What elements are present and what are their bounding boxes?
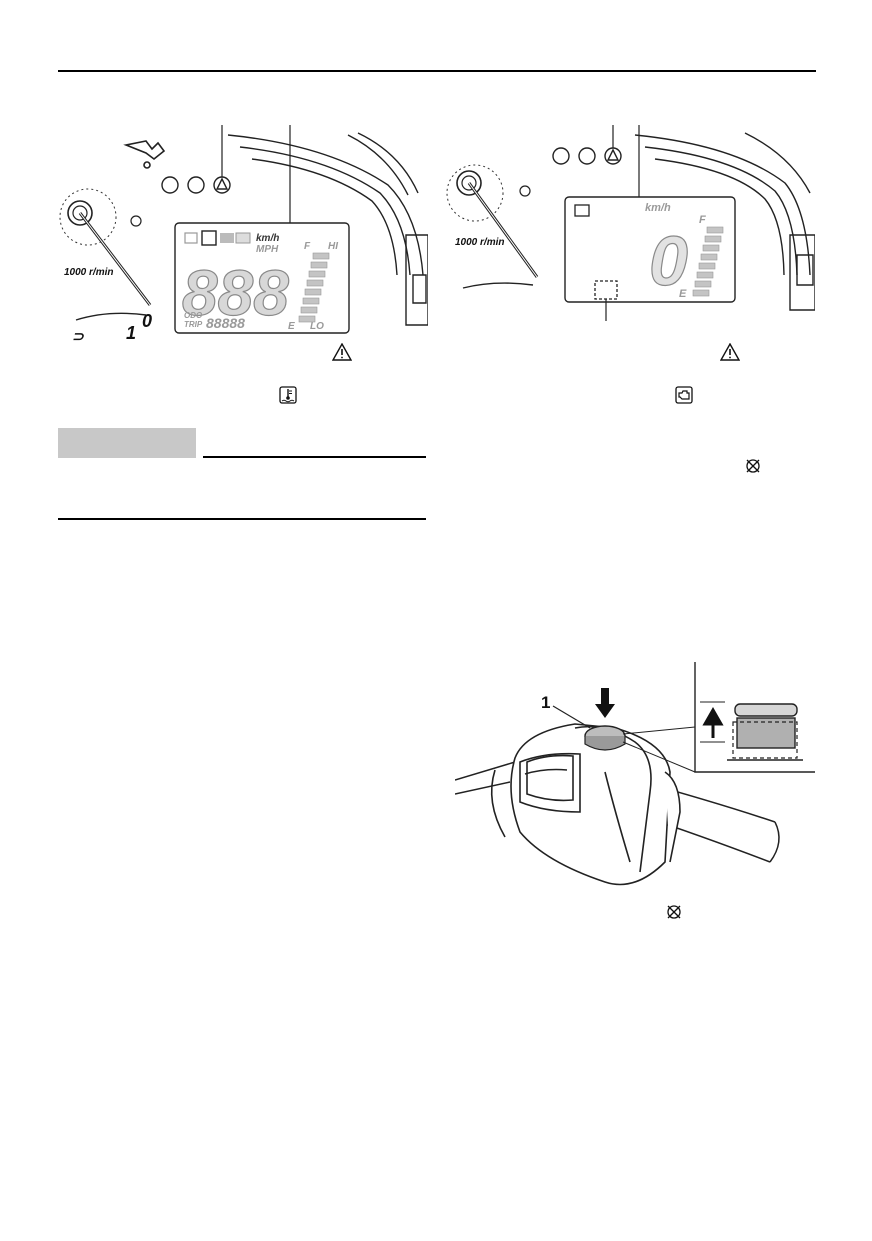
tachometer [446, 164, 539, 289]
meter-housing [634, 132, 815, 311]
warning-triangle-icon [331, 342, 353, 361]
speed-digit: 0 [649, 222, 688, 300]
engine-segment-icon [574, 204, 590, 217]
speed-digits: 888 [182, 257, 289, 329]
callout-number-1: 1 [541, 693, 550, 712]
oil-lamp-icon [161, 176, 179, 194]
speed-unit-mph: MPH [256, 244, 279, 255]
odometer-digits: 88888 [206, 315, 245, 331]
meter-figure-coolant: 1000 r/min ⊃ 1 0 km/h MPH 888 ODO TRIP 8… [58, 125, 428, 365]
headlight-lamp-icon [187, 176, 205, 194]
button-detail-inset [694, 662, 815, 773]
rpm-mark-3: ⊃ [72, 328, 85, 344]
meter-housing [227, 132, 428, 326]
engine-stop-button [584, 688, 626, 751]
switch-housing [490, 723, 681, 886]
fuel-full-label: F [304, 241, 311, 252]
fuel-empty-label: E [679, 288, 687, 300]
rpm-mark-1: 1 [126, 323, 136, 343]
speed-unit-kmh: km/h [256, 233, 279, 244]
oil-lamp-icon [552, 147, 570, 165]
odo-label: ODO [184, 311, 203, 320]
rpm-label: 1000 r/min [455, 237, 504, 248]
note-bottom-rule [58, 518, 426, 520]
note-top-rule [203, 456, 426, 458]
fuel-gauge-bars [692, 226, 724, 297]
fuel-gauge-bars [298, 252, 330, 323]
lcd-panel [564, 196, 736, 303]
meter-figure-engine: 1000 r/min km/h 0 F E [445, 125, 815, 325]
hazard-icon [123, 140, 166, 169]
rpm-mark-0: 0 [142, 311, 152, 331]
headlight-lamp-icon [578, 147, 596, 165]
trip-label: TRIP [184, 320, 203, 329]
note-heading-box [58, 428, 196, 458]
lcd-panel [174, 222, 350, 334]
handlebar-switch-figure: 1 [455, 662, 815, 894]
engine-trouble-icon [675, 386, 693, 404]
range-lo-label: LO [310, 321, 324, 332]
indicator-lamps [161, 176, 231, 194]
coolant-segment-icon [201, 230, 217, 246]
crossed-circle-icon [666, 904, 682, 920]
header-rule [58, 70, 816, 72]
speed-unit-kmh: km/h [645, 202, 671, 214]
rpm-label: 1000 r/min [64, 267, 113, 278]
coolant-temperature-icon [279, 386, 297, 404]
warning-triangle-icon [719, 342, 741, 361]
indicator-lamps [552, 147, 622, 165]
fuel-empty-label: E [288, 321, 295, 332]
fuel-full-label: F [699, 214, 706, 226]
crossed-circle-icon [745, 458, 761, 474]
range-hi-label: HI [328, 241, 338, 252]
tachometer [59, 188, 152, 321]
